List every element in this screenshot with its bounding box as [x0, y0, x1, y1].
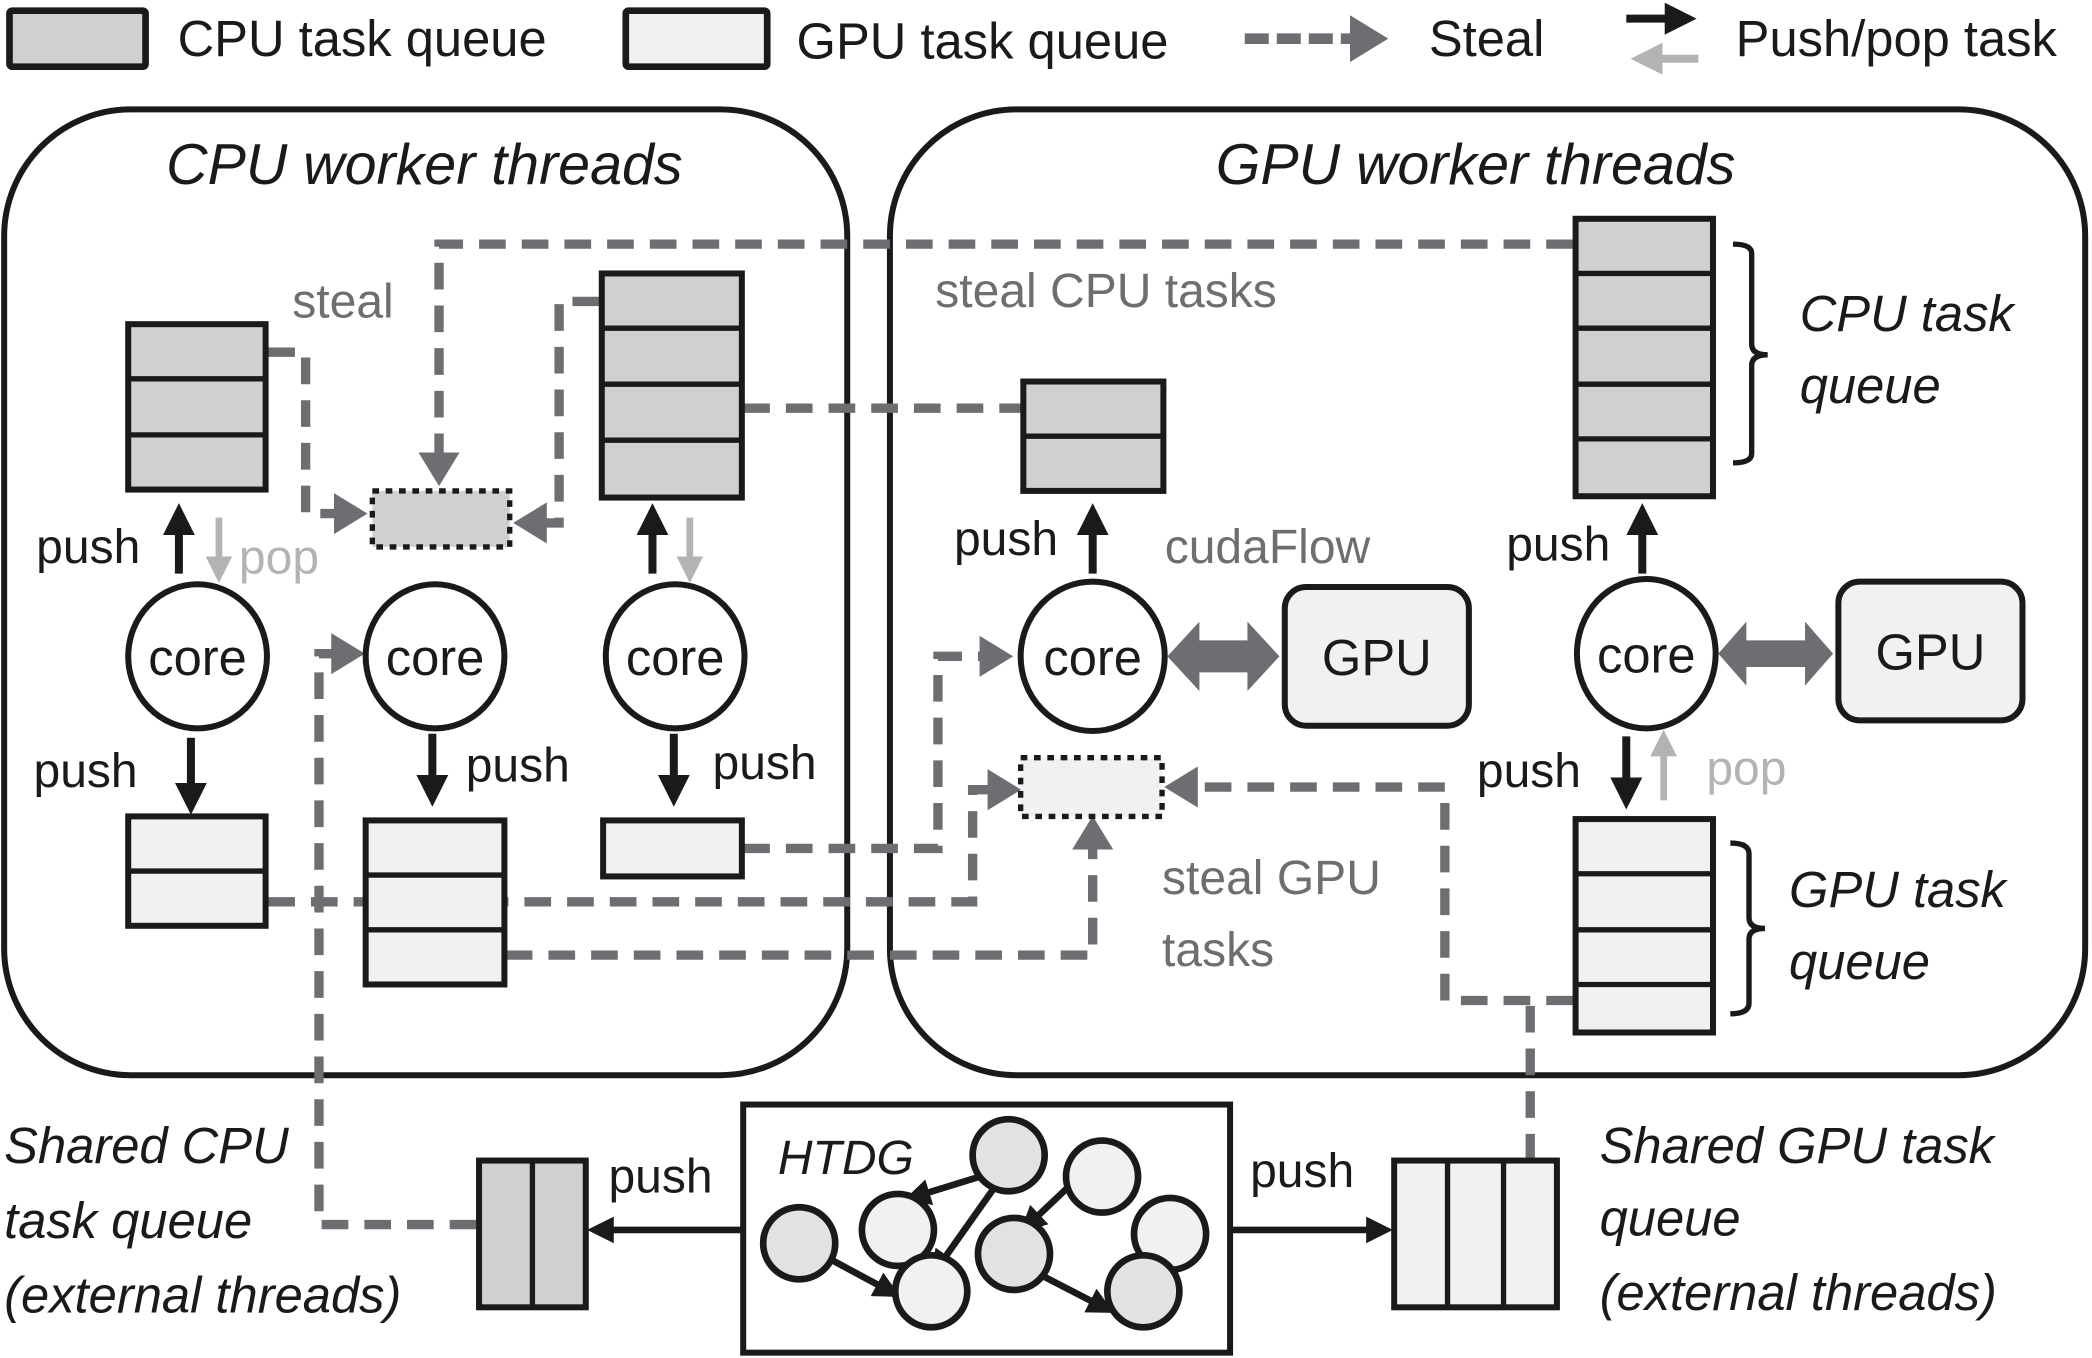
gpu-queue-cpu-left [125, 813, 269, 929]
cpu-push-label-4: push [713, 737, 817, 790]
cpu-core-2: core [362, 581, 508, 732]
steal-path-gpuq-mid [505, 815, 1114, 960]
shared-cpu-label-2: task queue [4, 1192, 252, 1249]
cpu-core-3: core [602, 581, 748, 732]
shared-gpu-label-2: queue [1600, 1189, 1741, 1246]
shared-gpu-label-3: (external threads) [1600, 1264, 1997, 1321]
gpu-queue-brace-label-1: GPU task [1789, 861, 2009, 918]
gpu-queue-brace [1730, 840, 1766, 1017]
steal-path-left-queue [268, 347, 368, 535]
htdg-node [858, 1190, 938, 1270]
cpu-push-label-3: push [466, 740, 570, 793]
gpu-pop-label: pop [1706, 742, 1786, 795]
gpu-core-1: core [1017, 578, 1168, 735]
legend-steal-label: Steal [1429, 10, 1545, 67]
cpu-queue-right [598, 270, 745, 501]
svg-text:core: core [626, 629, 725, 686]
shared-gpu-label-1: Shared GPU task [1600, 1117, 1997, 1174]
gpu-push-label-2: push [1506, 518, 1610, 571]
steal-path-gpuq-left [268, 769, 1022, 907]
htdg-node [1104, 1251, 1183, 1331]
svg-text:GPU: GPU [1876, 624, 1986, 681]
legend-cpu-queue-label: CPU task queue [178, 10, 547, 67]
legend-gpu-queue-swatch [622, 7, 771, 71]
gpu-core-2: core [1573, 575, 1719, 732]
htdg-node [974, 1214, 1054, 1294]
cpu-push-label-2: push [34, 745, 138, 798]
htdg-box: HTDG [740, 1101, 1234, 1356]
cpu-queue-left [125, 321, 269, 493]
svg-text:core: core [386, 629, 485, 686]
push-right-label: push [1250, 1145, 1354, 1198]
gpu-device-1: GPU [1281, 583, 1472, 729]
steal-path-gpuq-to-gpucore [743, 635, 1014, 854]
htdg-node [891, 1251, 971, 1331]
cudaflow-label: cudaFlow [1165, 521, 1371, 574]
core-gpu-link-icon [1718, 621, 1834, 686]
cpu-queue-brace-label-2: queue [1800, 357, 1941, 414]
htdg-node [1062, 1137, 1142, 1216]
svg-text:core: core [1597, 626, 1696, 683]
cpu-core-1: core [125, 581, 270, 732]
gpu-queue-brace-label-2: queue [1789, 933, 1930, 990]
gpu-steal-target [1017, 755, 1165, 820]
cpu-steal-target [369, 488, 513, 550]
cpu-steal-label: steal [292, 275, 393, 328]
legend: CPU task queue GPU task queue Steal Push… [6, 2, 2058, 75]
steal-path-shared-cpu-to-core [314, 633, 477, 1230]
cpu-push-label-1: push [36, 521, 140, 574]
cpu-queue-brace [1732, 241, 1768, 466]
gpu-worker-panel-title: GPU worker threads [1216, 133, 1736, 197]
steal-paths [268, 239, 1573, 1230]
gpu-device-2: GPU [1835, 578, 2026, 724]
shared-cpu-label-1: Shared CPU [4, 1117, 289, 1174]
steal-path-gpu-gpuqueue [1164, 766, 1573, 1006]
svg-text:core: core [1043, 629, 1142, 686]
cpu-worker-panel [1, 106, 851, 1079]
cpu-worker-panel-title: CPU worker threads [166, 133, 682, 197]
gpu-worker-panel [886, 106, 2089, 1079]
steal-cpu-tasks-label: steal CPU tasks [935, 265, 1277, 318]
steal-gpu-tasks-label-2: tasks [1162, 924, 1274, 977]
steal-path-right-queue [513, 296, 600, 544]
gpu-panel-cpu-queue-small [1020, 378, 1167, 494]
core-gpu-link-icon [1167, 621, 1280, 692]
cpu-pop-label: pop [239, 532, 319, 585]
legend-gpu-queue-label: GPU task queue [797, 13, 1169, 70]
legend-pushpop-label: Push/pop task [1736, 10, 2058, 67]
shared-gpu-queue [1391, 1157, 1560, 1311]
svg-text:GPU: GPU [1322, 629, 1432, 686]
gpu-panel-gpu-queue [1572, 816, 1716, 1036]
gpu-panel-cpu-queue-large [1572, 215, 1716, 500]
steal-path-gpu-cpuqueue-to-cpu [418, 239, 1573, 487]
shared-cpu-label-3: (external threads) [4, 1267, 401, 1324]
gpu-push-label-3: push [1477, 745, 1581, 798]
htdg-node [969, 1115, 1049, 1195]
htdg-label: HTDG [778, 1132, 914, 1185]
gpu-push-label-1: push [954, 513, 1058, 566]
svg-text:core: core [148, 629, 247, 686]
gpu-queue-cpu-mid [362, 817, 508, 988]
cpu-queue-brace-label-1: CPU task [1800, 285, 2017, 342]
steal-gpu-tasks-label-1: steal GPU [1162, 852, 1381, 905]
htdg-node [759, 1203, 839, 1283]
gpu-queue-cpu-right [600, 817, 745, 880]
shared-cpu-queue [476, 1157, 589, 1311]
push-left-label: push [608, 1151, 712, 1204]
legend-cpu-queue-swatch [6, 7, 149, 71]
